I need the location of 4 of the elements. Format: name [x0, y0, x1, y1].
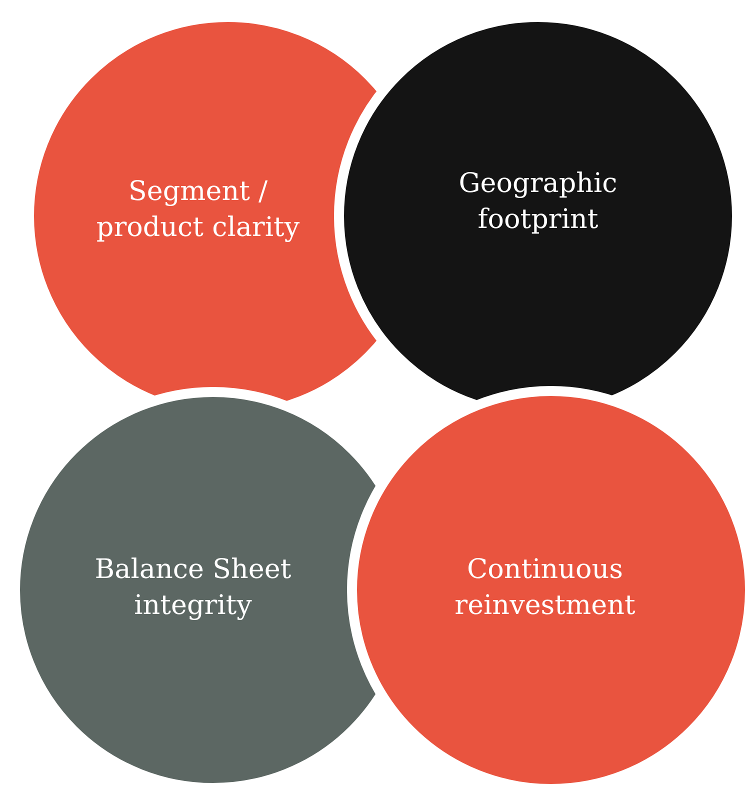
- circle-label: Continuous reinvestment: [454, 553, 636, 623]
- circle-label: Segment / product clarity: [95, 175, 301, 245]
- circle-label: Balance Sheet integrity: [94, 553, 292, 623]
- circle-label: Geographic footprint: [458, 167, 618, 237]
